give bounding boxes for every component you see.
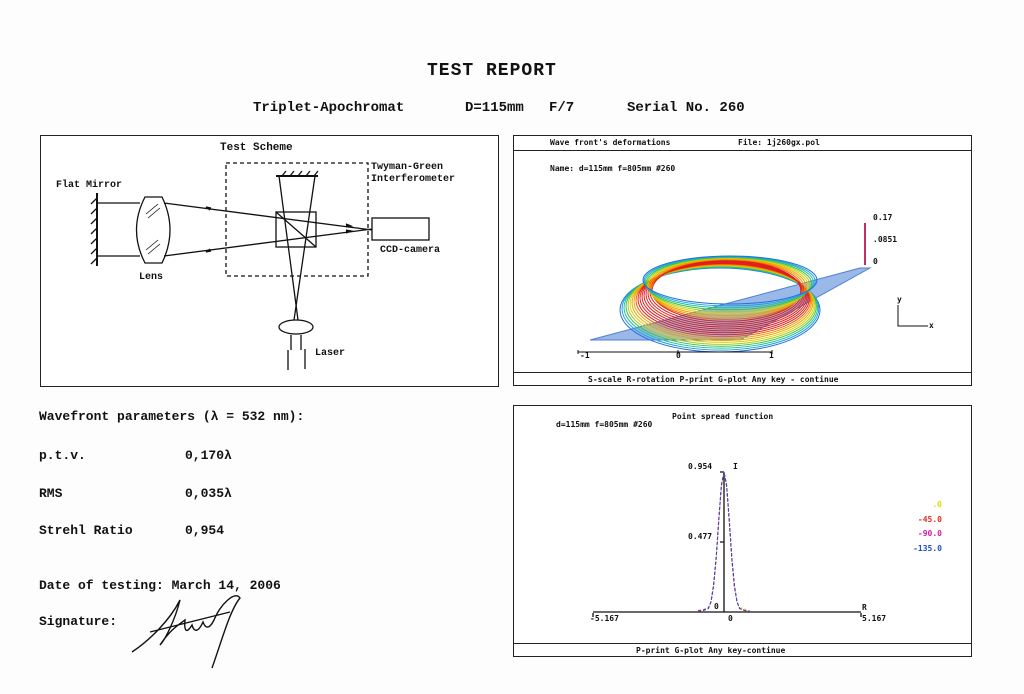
scheme-title: Test Scheme: [220, 142, 293, 154]
psf-name: d=115mm f=805mm #260: [556, 420, 653, 429]
psf-series-line: [697, 471, 751, 612]
legend-entry: -45.0: [917, 514, 942, 524]
signature-label: Signature:: [39, 614, 118, 629]
x-tick-min: -5.167: [590, 614, 619, 623]
serial-number: Serial No. 260: [627, 100, 745, 116]
wavefront-contour: [642, 255, 818, 305]
x-tick-0: 0: [676, 351, 681, 360]
laser-lens: [278, 319, 314, 335]
x-tick-1: 1: [769, 351, 774, 360]
rms-value: 0,035λ: [185, 486, 232, 501]
wavefront-title: Wave front's deformations: [550, 138, 671, 147]
scale-mid: .0851: [873, 235, 898, 244]
test-date: Date of testing: March 14, 2006: [39, 578, 281, 593]
axis-y-label: y: [897, 295, 902, 304]
scale-min: 0: [873, 257, 878, 266]
x-axis-label: R: [862, 603, 867, 612]
lens-label: Lens: [139, 272, 164, 283]
product-name: Triplet-Apochromat: [253, 100, 405, 116]
camera-label: CCD-camera: [380, 245, 441, 256]
x-tick-neg1: -1: [580, 351, 590, 360]
x-tick-max: 5.167: [862, 614, 887, 623]
interferometer-label-2: Interferometer: [371, 174, 456, 185]
psf-title: Point spread function: [672, 412, 774, 421]
legend-entry: .0: [932, 500, 942, 509]
test-scheme-panel: [40, 135, 499, 387]
y-tick-mid: 0.477: [688, 532, 713, 541]
y-tick-max: 0.954: [688, 462, 713, 471]
wavefront-file: File: 1j260gx.pol: [738, 138, 820, 147]
psf-legend: .0 -45.0 -90.0 -135.0: [900, 500, 942, 558]
ptv-label: p.t.v.: [39, 448, 86, 463]
ptv-value: 0,170λ: [185, 448, 232, 463]
x-tick-zero: 0: [728, 614, 733, 623]
psf-footer: P-print G-plot Any key-continue: [636, 646, 786, 655]
psf-x-axis: [592, 611, 862, 617]
axis-x-label: x: [929, 321, 934, 330]
strehl-label: Strehl Ratio: [39, 523, 133, 538]
legend-entry: -90.0: [917, 529, 942, 538]
beam-splitter: [275, 211, 317, 248]
laser-label: Laser: [315, 348, 346, 359]
psf-panel: [513, 405, 972, 657]
scale-max: 0.17: [873, 213, 893, 222]
params-heading: Wavefront parameters (λ = 532 nm):: [39, 409, 305, 424]
wavefront-footer: S-scale R-rotation P-print G-plot Any ke…: [588, 375, 839, 384]
focal-ratio: F/7: [549, 100, 575, 116]
ccd-camera: [371, 217, 430, 241]
psf-y-axis: [720, 471, 725, 612]
y-tick-min: 0: [714, 602, 719, 611]
report-title: TEST REPORT: [427, 61, 557, 81]
lens-shape: [135, 196, 171, 264]
legend-entry: -135.0: [913, 543, 942, 553]
wavefront-name: Name: d=115mm f=805mm #260: [550, 164, 676, 173]
interferometer-label-1: Twyman-Green: [371, 162, 444, 173]
diameter: D=115mm: [465, 100, 524, 116]
flat-mirror-label: Flat Mirror: [56, 180, 123, 191]
strehl-value: 0,954: [185, 523, 225, 538]
mirror-hatch: [90, 197, 98, 265]
rms-label: RMS: [39, 486, 63, 501]
y-axis-label: I: [733, 462, 738, 471]
